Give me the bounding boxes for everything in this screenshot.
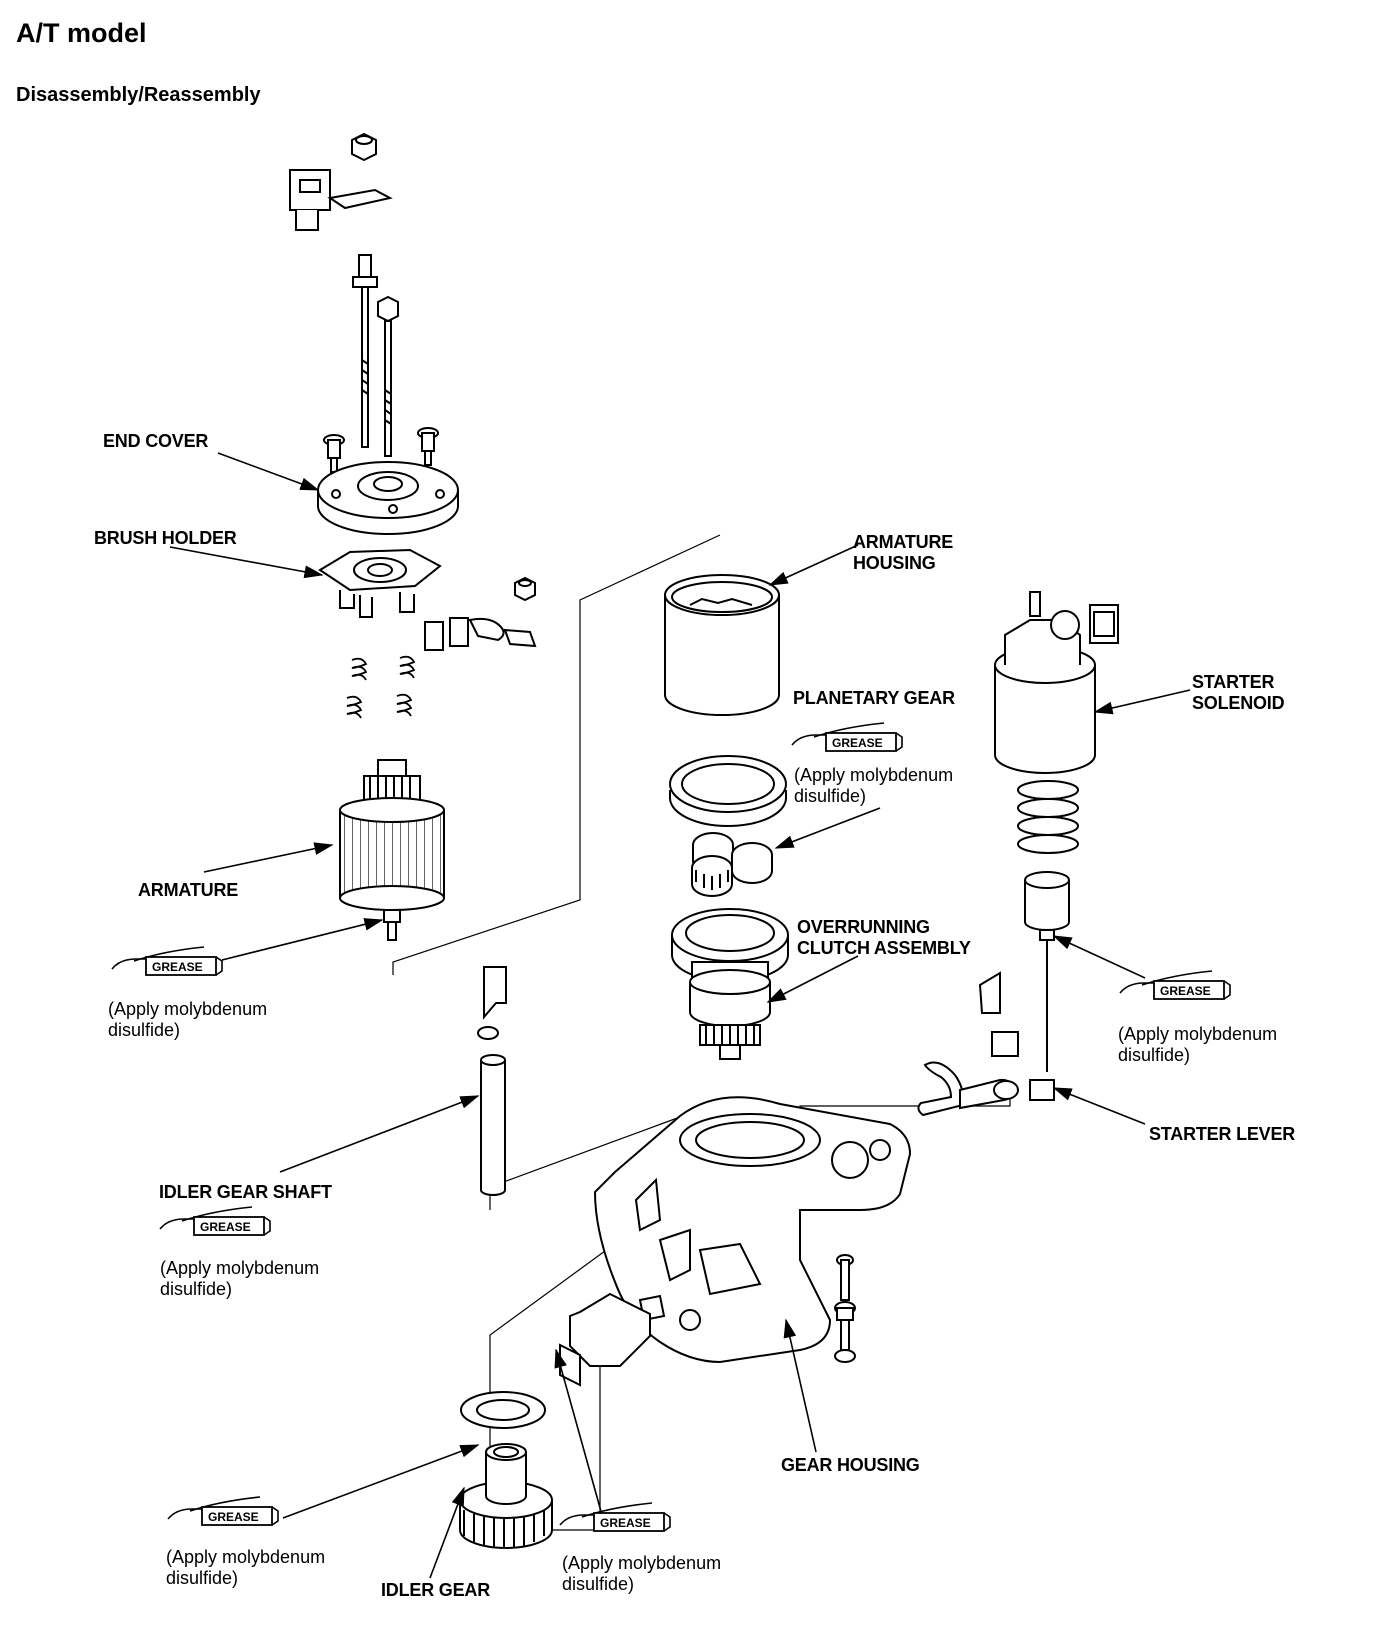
starter-solenoid-part [994,591,1119,774]
screw-icon [323,434,345,473]
leader-arrows [169,452,1191,1579]
armature-housing-part [664,574,780,716]
grease-note: (Apply molybdenum disulfide) [160,1258,320,1299]
end-cover-part [317,461,459,535]
screw-icon [417,427,439,466]
grease-note: (Apply molybdenum disulfide) [794,765,954,806]
starter-lever-part [917,1061,1055,1117]
through-bolt-icon [352,254,378,448]
label-armature: ARMATURE [138,880,239,900]
label-overrunning-clutch: OVERRUNNING CLUTCH ASSEMBLY [797,917,971,958]
gear-housing-part [593,1096,912,1364]
grease-icon [1119,970,1231,1000]
lever-pad-icon [978,971,1019,1057]
through-bolt-icon [377,295,399,457]
label-gear-housing: GEAR HOUSING [781,1455,920,1475]
label-idler-gear: IDLER GEAR [381,1580,491,1600]
grease-note: (Apply molybdenum disulfide) [108,999,268,1040]
label-starter-lever: STARTER LEVER [1149,1124,1296,1144]
label-planetary-gear: PLANETARY GEAR [793,688,955,708]
ring-gear-part [669,755,787,827]
label-starter-solenoid: STARTER SOLENOID [1192,672,1285,713]
grease-icon [159,1206,271,1236]
grease-note: (Apply molybdenum disulfide) [1118,1024,1278,1065]
grease-icon [791,722,903,752]
terminal-plate-icon [289,169,393,231]
brush-holder-part [318,548,442,618]
page-title: A/T model [16,18,147,48]
section-subtitle: Disassembly/Reassembly [16,84,261,106]
label-brush-holder: BRUSH HOLDER [94,528,237,548]
label-armature-housing: ARMATURE HOUSING [853,532,954,573]
grease-icon [111,946,223,976]
planetary-gear-part [691,832,773,897]
brush-spring-icon [346,655,416,719]
nut-icon [514,576,536,602]
grease-icon [167,1496,279,1526]
armature-part [339,759,445,941]
label-idler-gear-shaft: IDLER GEAR SHAFT [159,1182,332,1202]
plunger-spring-icon [1017,780,1079,854]
grease-note: (Apply molybdenum disulfide) [166,1547,326,1588]
bracket-piece-part [559,1292,651,1387]
grease-icon [559,1502,671,1532]
brush-icon [424,617,537,651]
washer-part [460,1391,546,1429]
idler-gear-part [459,1443,553,1549]
overrunning-clutch-part [671,908,789,1060]
idler-gear-shaft-part [477,966,507,1196]
plunger-part [1024,871,1070,1072]
nut-icon [351,132,377,162]
grease-note: (Apply molybdenum disulfide) [562,1553,722,1594]
label-end-cover: END COVER [103,431,209,451]
housing-bolt-icon [834,1254,856,1363]
